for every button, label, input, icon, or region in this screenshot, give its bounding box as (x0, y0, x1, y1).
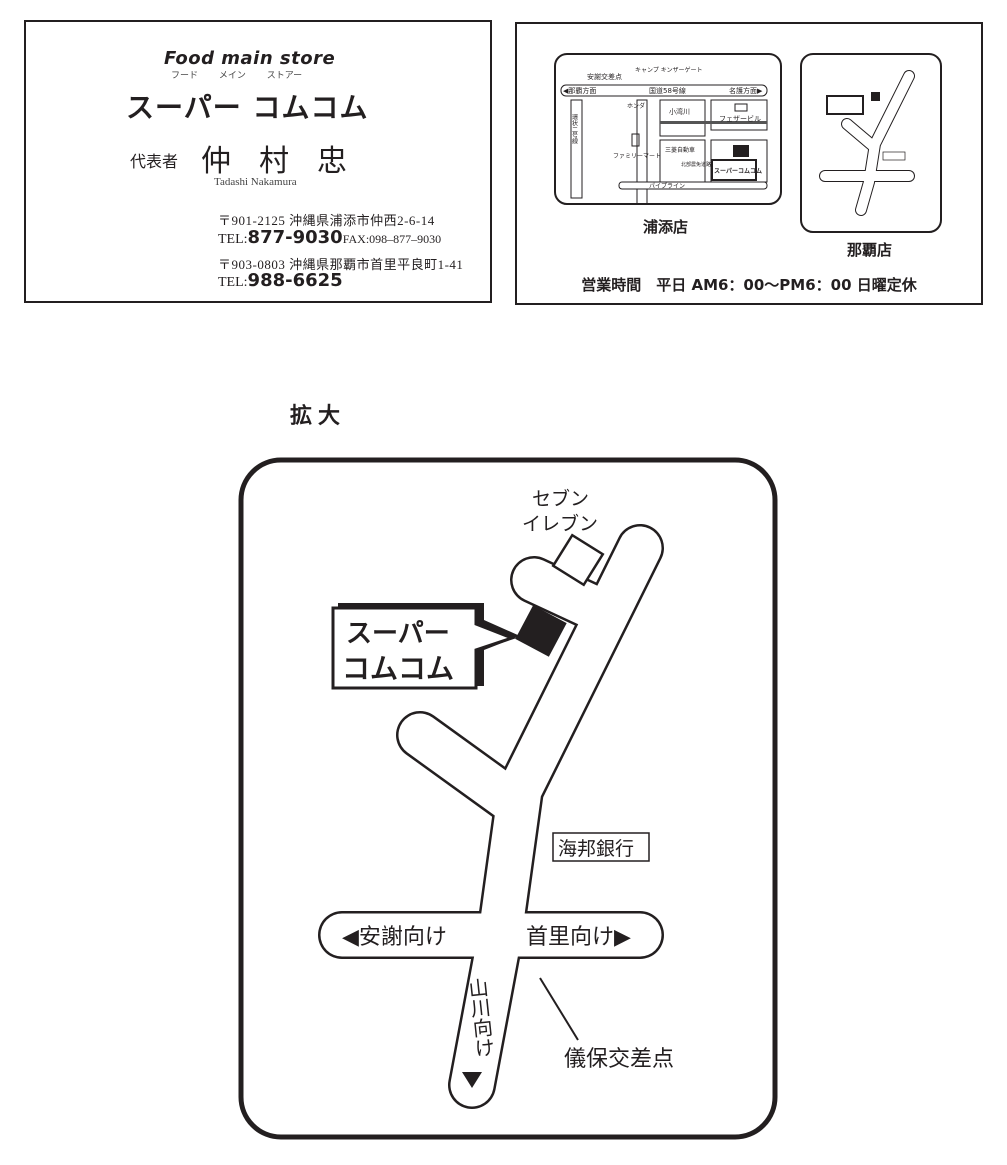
store2-tel-label: TEL: (218, 275, 248, 290)
store2-contact: TEL:988-6625 (218, 270, 343, 291)
gibo-intersection: 儀保交差点 (564, 1047, 674, 1072)
label-ring-road-2: 環状二号線 (571, 114, 578, 144)
business-card-back: 安謝交差点 キャンプ キンザーゲート ◀那覇方面 国道58号線 名護方面▶ ホン… (515, 22, 983, 305)
seven-eleven-line2: イレブン (522, 512, 598, 535)
store1-tel-label: TEL: (218, 232, 248, 247)
naha-store-label: 那覇店 (847, 241, 893, 259)
enlarged-title: 拡大 (290, 404, 347, 429)
role-label: 代表者 (130, 152, 179, 171)
store-name-line2: コムコム (342, 652, 454, 685)
label-aja-intersection: 安謝交差点 (587, 72, 622, 81)
store2-address: 〒903-0803 沖縄県那覇市首里平良町1-41 (218, 257, 464, 272)
leader-line (539, 977, 579, 1041)
map-urasoe: 安謝交差点 キャンプ キンザーゲート ◀那覇方面 国道58号線 名護方面▶ ホン… (554, 53, 942, 233)
label-family-mart: ファミリーマート (613, 153, 661, 160)
label-river: 小湾川 (669, 107, 690, 116)
store2-tel: 988-6625 (247, 270, 343, 291)
seven-eleven-line1: セブン (532, 487, 589, 510)
seven-eleven-building (551, 533, 605, 587)
person-name-romaji: Tadashi Nakamura (214, 176, 297, 188)
label-feather-building: フェザービル (719, 114, 761, 123)
label-nago-direction: 名護方面▶ (729, 86, 763, 95)
store1-contact: TEL:877-9030FAX:098–877–9030 (218, 227, 441, 248)
label-honda: ホンダ (627, 102, 645, 110)
shuri-direction: 首里向け▶ (526, 925, 631, 950)
roads (320, 526, 662, 1107)
business-hours: 営業時間 平日 AM6：00～PM6：00 日曜定休 (581, 276, 917, 294)
store1-address: 〒901-2125 沖縄県浦添市仲西2-6-14 (218, 213, 435, 228)
store1-tel: 877-9030 (247, 227, 343, 248)
store-name-line1: スーパー (346, 619, 450, 649)
store1-fax: FAX:098–877–9030 (342, 232, 442, 246)
label-mitsubishi: 三菱自動車 (665, 146, 695, 154)
tagline-kana: フード メイン ストアー (171, 71, 303, 81)
store-building (515, 605, 567, 657)
bank-label: 海邦銀行 (558, 838, 634, 860)
label-camp-kinser-gate: キャンプ キンザーゲート (635, 66, 703, 74)
label-route58: 国道58号線 (649, 86, 686, 95)
brand-name: スーパー コムコム (126, 91, 369, 124)
store-callout (331, 606, 517, 690)
person-name: 仲村忠 (201, 144, 375, 179)
business-card-front: Food main store フード メイン ストアー スーパー コムコム 代… (24, 20, 492, 303)
aja-direction: ◀安謝向け (342, 925, 447, 950)
label-store: スーパーコムコム (714, 167, 762, 175)
label-pipeline: パイプライン (649, 183, 685, 190)
label-naha-direction: ◀那覇方面 (563, 86, 596, 95)
bank-box (552, 832, 650, 862)
arrow-down-icon (462, 1072, 482, 1088)
label-farm-road: 北部農免道路 (681, 161, 711, 168)
tagline: Food main store (164, 48, 336, 69)
urasoe-store-label: 浦添店 (643, 218, 689, 236)
